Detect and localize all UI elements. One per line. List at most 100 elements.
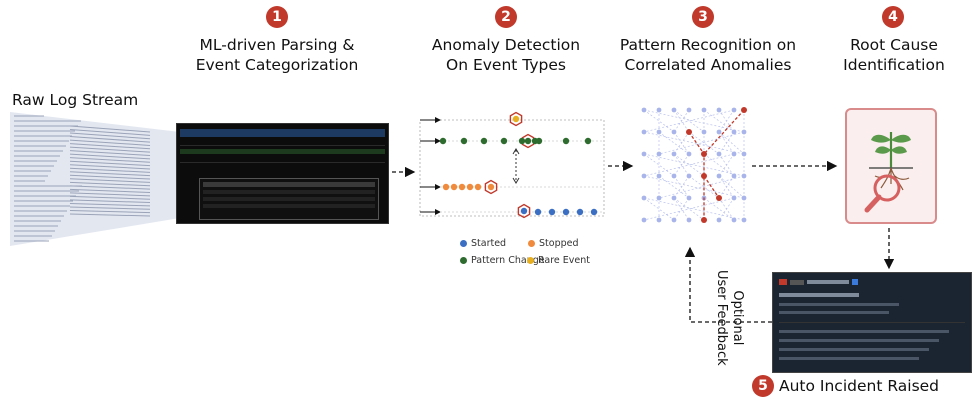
network-edge [673,109,705,133]
network-node [731,107,737,113]
subtable-row [203,204,375,208]
log-line [69,174,151,180]
log-line [69,146,151,153]
log-line [69,125,151,133]
correlation-network [641,107,747,223]
network-edge [643,197,675,221]
started-event [590,208,598,216]
pattern-change-event [584,137,592,145]
parsed-log-window [176,123,389,224]
step-5-badge: 5 [752,375,774,397]
feedback-line2: User Feedback [714,270,729,366]
network-node [656,107,662,113]
stopped-event [474,183,482,191]
stopped-swatch [528,240,535,247]
raw-log-lines [14,115,151,242]
network-node [686,107,692,113]
network-node [741,151,747,157]
anomaly-correlation-edge [703,175,720,199]
feedback-line1: Optional [730,290,745,346]
log-line [69,150,151,157]
network-node [686,151,692,157]
step-2-title: Anomaly Detection On Event Types [405,35,607,75]
network-node [656,217,662,223]
network-edge [718,175,745,199]
network-edge [673,153,705,177]
started-anomaly [517,203,531,219]
root-cause-panel [845,108,937,224]
pattern-change-event [480,137,488,145]
anomaly-timeline [419,111,605,219]
legend-stopped: Stopped [528,238,579,249]
step-1-title: ML-driven Parsing & Event Categorization [168,35,386,75]
subtable-row [203,197,375,201]
raw-log-label: Raw Log Stream [12,91,139,109]
network-edge [643,197,745,221]
plant-root-icon [864,132,913,213]
log-line [69,181,151,187]
network-node [741,195,747,201]
event-dot [520,207,528,215]
legend-rare-event: Rare Event [527,255,590,266]
network-edge [643,131,745,155]
network-node [671,107,677,113]
legend-pattern-change-label: Pattern Change [471,255,545,266]
network-node [741,173,747,179]
network-node [656,195,662,201]
log-line [69,143,151,150]
network-node [731,151,737,157]
anomaly-correlation-edge [688,131,705,220]
network-edge [673,131,690,155]
network-node [641,129,647,135]
timeline-border [419,119,605,217]
network-edge [643,175,745,199]
legend-stopped-label: Stopped [539,238,579,249]
started-event [576,208,584,216]
network-node [656,151,662,157]
log-line [69,209,151,214]
legend-rare-event-label: Rare Event [538,255,590,266]
stopped-event [458,183,466,191]
log-line [69,139,151,146]
network-edge [658,175,690,199]
step-4-badge: 4 [882,6,904,28]
parsed-log-row [180,157,385,163]
anomaly-correlation-edge [703,109,745,155]
network-edge [718,197,735,221]
feedback-label: Optional User Feedback [713,270,745,366]
anomaly-node [701,217,707,223]
step-5-title: Auto Incident Raised [779,377,940,395]
log-line [69,202,151,207]
stopped-event [450,183,458,191]
network-node [741,217,747,223]
network-edge [718,109,735,133]
log-line [69,199,151,204]
network-edge [718,131,745,155]
legend-pattern-change: Pattern Change [460,255,545,266]
pattern-change-event [460,137,468,145]
legend-started-label: Started [471,238,507,249]
network-node [641,217,647,223]
step-2-title-line2: On Event Types [446,56,566,74]
log-line [69,160,151,167]
network-node [701,129,707,135]
network-node [686,173,692,179]
anomaly-node [701,151,707,157]
log-line [69,136,151,143]
rare-event-swatch [527,257,534,264]
incident-header [779,277,965,287]
log-line [69,178,151,183]
stopped-anomaly [484,179,498,195]
step-2-badge: 2 [495,6,517,28]
network-node [641,173,647,179]
network-edge [643,153,745,177]
pattern-change-event [439,137,447,145]
subtable-header [203,182,375,187]
network-node [671,217,677,223]
network-node [701,107,707,113]
log-line [69,171,151,177]
network-edge [673,197,690,221]
incident-window [772,272,972,373]
network-node [656,129,662,135]
network-edge [673,153,690,177]
